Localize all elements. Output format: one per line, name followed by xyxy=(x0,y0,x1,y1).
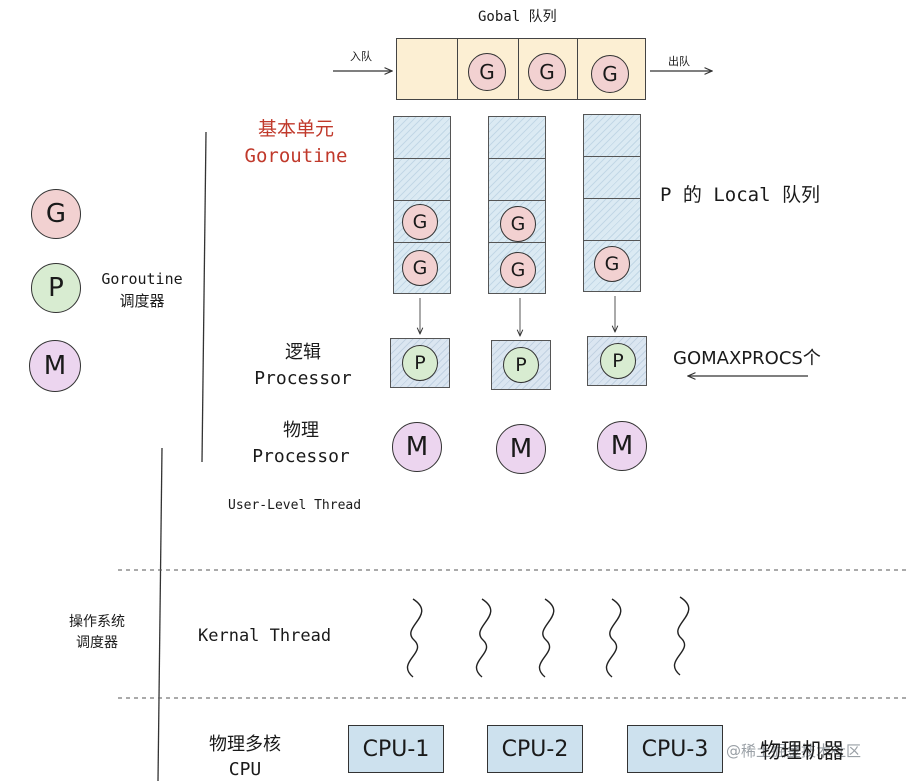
local-queue-label: P 的 Local 队列 xyxy=(660,184,820,206)
watermark: @稀土掘金技术社区 xyxy=(726,742,862,760)
local-goroutine: G xyxy=(402,250,438,286)
cpu-label: 物理多核 CPU xyxy=(190,732,300,782)
logical-processor-label: 逻辑 Processor xyxy=(240,340,366,392)
physical-processor-line2: Processor xyxy=(252,446,350,467)
kernel-thread-squiggle xyxy=(673,596,690,676)
basic-unit-line2: Goroutine xyxy=(244,145,348,167)
layer-divider-vertical xyxy=(157,447,163,781)
global-queue-cell xyxy=(396,38,458,100)
legend-processor: P xyxy=(31,263,81,313)
local-queue-cell xyxy=(488,158,546,201)
local-queue-cell xyxy=(583,114,641,157)
local-queue-cell xyxy=(393,158,451,201)
goroutine-scheduler-divider xyxy=(201,131,207,463)
processor: P xyxy=(600,343,636,379)
global-goroutine: G xyxy=(528,53,566,91)
kernel-thread-squiggle xyxy=(538,598,555,678)
cpu-label-line2: CPU xyxy=(228,759,262,780)
cpu-box: CPU-1 xyxy=(348,725,444,773)
local-goroutine: G xyxy=(500,252,536,288)
cpu-box: CPU-2 xyxy=(487,725,583,773)
kernel-thread-squiggle xyxy=(605,598,622,678)
local-goroutine: G xyxy=(594,246,630,282)
goroutine-scheduler-line2: 调度器 xyxy=(119,292,165,310)
legend-goroutine: G xyxy=(31,189,81,239)
processor: P xyxy=(503,347,539,383)
kernel-thread-label: Kernal Thread xyxy=(198,626,332,646)
physical-processor-label: 物理 Processor xyxy=(238,418,364,470)
local-queue-cell xyxy=(488,116,546,159)
local-queue-cell xyxy=(583,198,641,241)
goroutine-scheduler-label: Goroutine 调度器 xyxy=(86,268,198,312)
dequeue-label: 出队 xyxy=(668,55,690,68)
kernel-thread-squiggle xyxy=(475,598,492,678)
physical-processor-line1: 物理 xyxy=(283,420,319,441)
processor: P xyxy=(402,345,438,381)
machine: M xyxy=(392,422,442,472)
logical-processor-line1: 逻辑 xyxy=(285,342,321,363)
local-queue-cell xyxy=(393,116,451,159)
cpu-box: CPU-3 xyxy=(627,725,723,773)
basic-unit-line1: 基本单元 xyxy=(257,118,334,140)
gomaxprocs-label: GOMAXPROCS个 xyxy=(673,348,821,369)
machine: M xyxy=(597,421,647,471)
goroutine-scheduler-line1: Goroutine xyxy=(101,270,183,288)
enqueue-label: 入队 xyxy=(350,50,372,63)
legend-machine: M xyxy=(29,340,81,392)
global-goroutine: G xyxy=(468,53,506,91)
basic-unit-label: 基本单元 Goroutine xyxy=(234,116,358,170)
machine: M xyxy=(496,424,546,474)
physical-machine-label: 物理机器 xyxy=(760,739,844,763)
os-scheduler-line2: 调度器 xyxy=(76,635,118,651)
global-queue-title: Gobal 队列 xyxy=(478,9,557,25)
local-queue-cell xyxy=(583,156,641,199)
os-scheduler-line1: 操作系统 xyxy=(69,614,125,630)
os-scheduler-label: 操作系统 调度器 xyxy=(52,612,142,654)
local-goroutine: G xyxy=(402,204,438,240)
user-level-thread-label: User-Level Thread xyxy=(228,498,362,513)
logical-processor-line2: Processor xyxy=(254,368,352,389)
cpu-label-line1: 物理多核 xyxy=(209,734,281,755)
kernel-thread-squiggle xyxy=(406,598,423,678)
global-goroutine: G xyxy=(591,55,629,93)
local-goroutine: G xyxy=(500,206,536,242)
